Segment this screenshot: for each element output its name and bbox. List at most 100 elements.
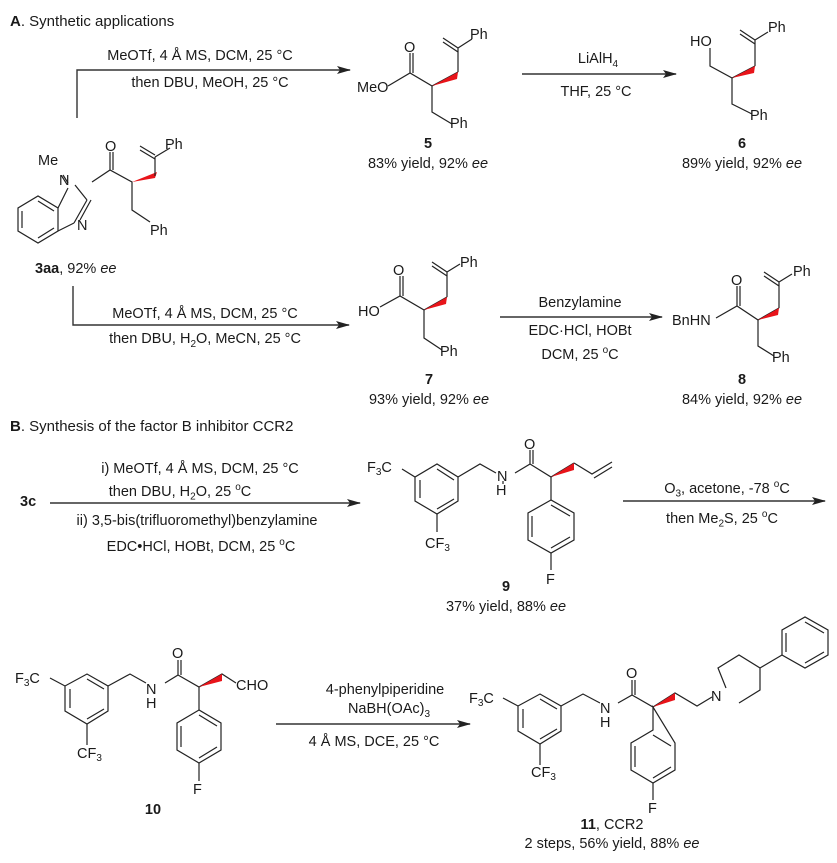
5-ph1-label: Ph	[470, 27, 488, 43]
5-ph2-label: Ph	[450, 116, 468, 132]
6-ph2-label: Ph	[750, 108, 768, 124]
compound-5-yield: 83% yield, 92% ee	[368, 157, 488, 172]
r6-line1-sup: o	[773, 479, 780, 490]
3aa-ph1-label: Ph	[165, 137, 183, 153]
r6-line1-sub: 3	[675, 488, 682, 500]
r3-condition-line2: then DBU, H2O, MeCN, 25 °C	[109, 332, 301, 350]
r4-line3-b: C	[608, 346, 619, 363]
r5-condition-line2: then DBU, H2O, 25 oC	[109, 483, 252, 503]
r2-condition-line1: LiAlH4	[578, 52, 618, 70]
section-b-letter: B	[10, 418, 21, 435]
10-h-label: H	[146, 696, 156, 712]
r3-line2-a: then DBU, H	[109, 331, 191, 347]
10-o-label: O	[172, 646, 183, 662]
compound-11-structure	[502, 616, 829, 800]
6-ph1-label: Ph	[768, 20, 786, 36]
r6-line1-c: C	[779, 480, 790, 497]
r6-line2-c: C	[767, 510, 778, 527]
9-o-label: O	[524, 437, 535, 453]
compound-8-ee: ee	[785, 392, 803, 408]
r5-condition-line1: i) MeOTf, 4 Å MS, DCM, 25 °C	[101, 461, 299, 477]
r4-condition-line2: EDC·HCl, HOBt	[528, 323, 632, 339]
compound-8-yield: 84% yield, 92% ee	[682, 393, 802, 408]
r6-condition-line2: then Me2S, 25 oC	[666, 510, 778, 530]
r5-line2-b: O, 25	[195, 483, 236, 500]
compound-11-id: 11	[580, 817, 596, 833]
11-f3c-label: F3C	[469, 691, 494, 709]
compound-9-id: 9	[501, 579, 511, 595]
r7-condition-line1: 4-phenylpiperidine	[325, 682, 445, 698]
compound-10-structure	[49, 660, 237, 781]
5-o-label: O	[404, 40, 415, 56]
r5-condition-line4: EDC•HCl, HOBt, DCM, 25 oC	[107, 537, 296, 555]
r7-condition-line2: NaBH(OAc)3	[348, 702, 430, 720]
11-n-label: N	[600, 701, 610, 717]
compound-11-caption: 11, CCR2	[581, 818, 644, 833]
10-f-label: F	[193, 782, 202, 798]
r5-line4-sup: o	[279, 537, 285, 548]
9-h-label: H	[496, 483, 506, 499]
r5-line4-b: C	[284, 538, 296, 555]
8-ph1-label: Ph	[793, 264, 811, 280]
r6-line2-b: S, 25	[724, 510, 762, 527]
11-cf3-label: CF3	[531, 765, 556, 783]
3aa-me-label: Me	[38, 153, 58, 169]
r5-start-compound: 3c	[20, 494, 37, 510]
compound-11-ee: ee	[683, 836, 700, 852]
r4-line3-a: DCM, 25	[541, 346, 603, 363]
r5-line2-c: C	[240, 483, 252, 500]
r6-condition-line1: O3, acetone, -78 oC	[664, 480, 790, 500]
r6-line2-sub: 2	[718, 518, 725, 530]
r1-condition-line2: then DBU, MeOH, 25 °C	[131, 75, 289, 91]
compound-7-structure	[379, 261, 461, 351]
3aa-n1-label: N	[59, 173, 69, 189]
r5-line2-sub: 2	[190, 491, 196, 503]
compound-9-yield: 37% yield, 88% ee	[446, 600, 566, 615]
6-ho-label: HO	[690, 34, 712, 50]
9-f3c-label: F3C	[367, 460, 392, 478]
9-f-label: F	[546, 572, 555, 588]
r6-line2-a: then Me	[666, 510, 719, 527]
r5-line2-sup: o	[235, 482, 241, 493]
section-b-header: B. Synthesis of the factor B inhibitor C…	[10, 419, 293, 434]
compound-3aa-id: 3aa	[35, 261, 60, 277]
r5-condition-line3: ii) 3,5-bis(trifluoromethyl)benzylamine	[76, 513, 318, 529]
compound-6-id: 6	[737, 136, 747, 152]
compound-3aa-structure	[17, 145, 171, 244]
section-a-header: A. Synthetic applications	[10, 14, 174, 29]
compound-9-structure	[401, 450, 613, 570]
r5-line2-a: then DBU, H	[108, 483, 191, 500]
5-meo-label: MeO	[357, 80, 388, 96]
compound-5-structure	[387, 37, 473, 125]
8-bnhn-label: BnHN	[672, 313, 711, 329]
compound-8-structure	[715, 271, 793, 357]
3aa-n2-label: N	[77, 218, 87, 234]
compound-7-yield-text: 93% yield, 92%	[368, 392, 473, 408]
r2-condition-line2: THF, 25 °C	[560, 84, 632, 100]
10-f3c-label: F3C	[15, 671, 40, 689]
r3-line2-sub: 2	[190, 338, 197, 350]
r2-reagent: LiAlH	[577, 51, 613, 67]
compound-7-ee: ee	[472, 392, 490, 408]
compound-9-yield-text: 37% yield, 88%	[445, 599, 550, 615]
compound-7-id: 7	[424, 372, 434, 388]
r6-line2-sup: o	[761, 509, 768, 520]
7-ph1-label: Ph	[460, 255, 478, 271]
r6-line1-a: O	[664, 480, 676, 497]
r4-condition-line3: DCM, 25 oC	[541, 346, 619, 363]
compound-8-id: 8	[737, 372, 747, 388]
3aa-o-label: O	[105, 139, 116, 155]
compound-6-structure	[709, 29, 769, 115]
compound-6-yield: 89% yield, 92% ee	[682, 157, 802, 172]
11-o-label: O	[626, 666, 637, 682]
r3-condition-line1: MeOTf, 4 Å MS, DCM, 25 °C	[112, 306, 298, 322]
11-piperidine-n-label: N	[711, 689, 721, 705]
9-cf3-label: CF3	[425, 536, 450, 554]
r1-condition-line1: MeOTf, 4 Å MS, DCM, 25 °C	[107, 48, 293, 64]
r7-line2-sub: 3	[424, 708, 431, 720]
compound-5-ee: ee	[471, 156, 489, 172]
11-h-label: H	[600, 715, 610, 731]
10-cf3-label: CF3	[77, 746, 102, 764]
10-cho-label: CHO	[236, 678, 268, 694]
